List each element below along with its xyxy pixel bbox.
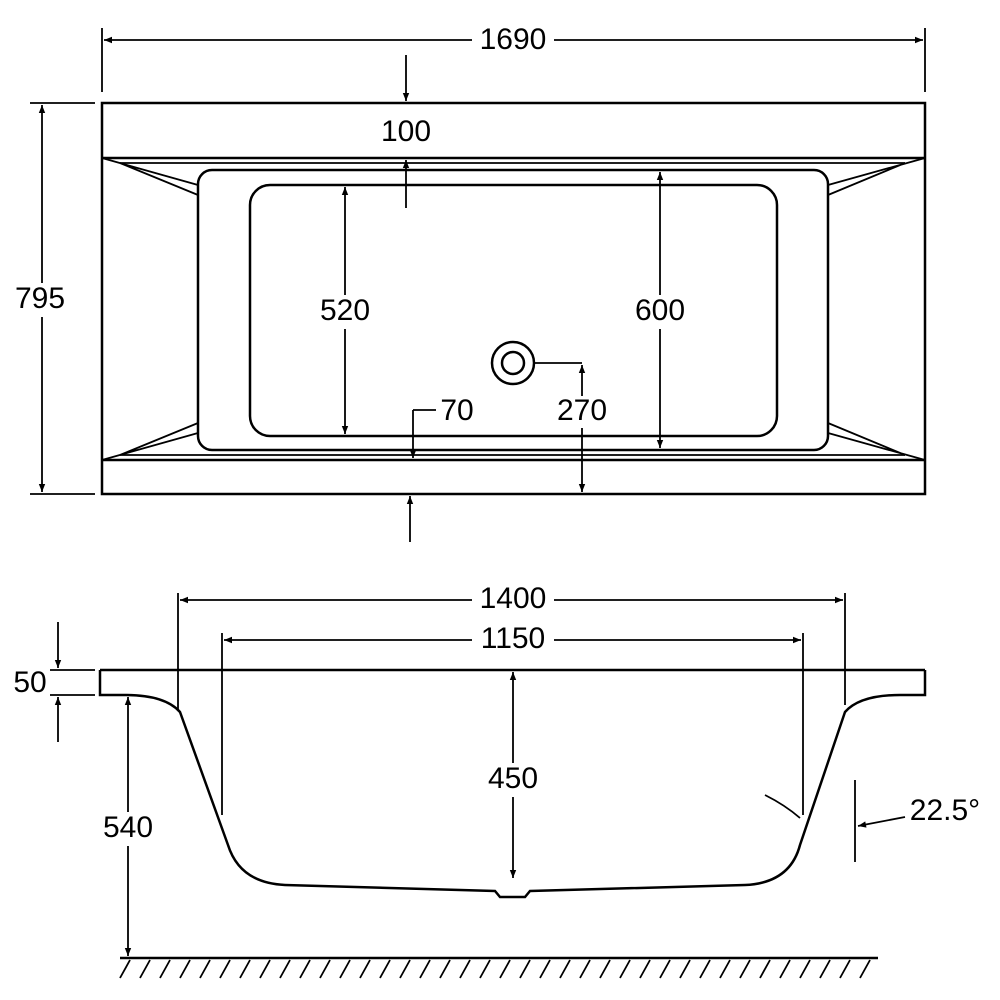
drain-icon [490, 340, 536, 386]
dim-795: 795 [15, 282, 65, 315]
dim-1690: 1690 [480, 23, 547, 56]
floor-hatch [119, 956, 878, 979]
tub-outline-top [100, 101, 927, 496]
dim-100: 100 [381, 115, 431, 148]
dim-1150: 1150 [481, 622, 546, 655]
side-view: 1400 1150 450 50 540 22.5° [13, 582, 980, 979]
dim-540: 540 [103, 811, 153, 844]
dim-600: 600 [635, 294, 685, 327]
dim-520: 520 [320, 294, 370, 327]
dim-angle: 22.5° [910, 794, 980, 827]
dim-50: 50 [13, 666, 46, 699]
tub-profile [98, 670, 927, 899]
top-view: 1690 795 100 520 600 70 270 [5, 23, 927, 542]
dim-1400: 1400 [480, 582, 547, 615]
dim-450: 450 [488, 762, 538, 795]
basin-outline [248, 183, 779, 438]
dim-270: 270 [557, 394, 607, 427]
dim-70: 70 [440, 394, 473, 427]
bowl-outline [196, 168, 830, 452]
